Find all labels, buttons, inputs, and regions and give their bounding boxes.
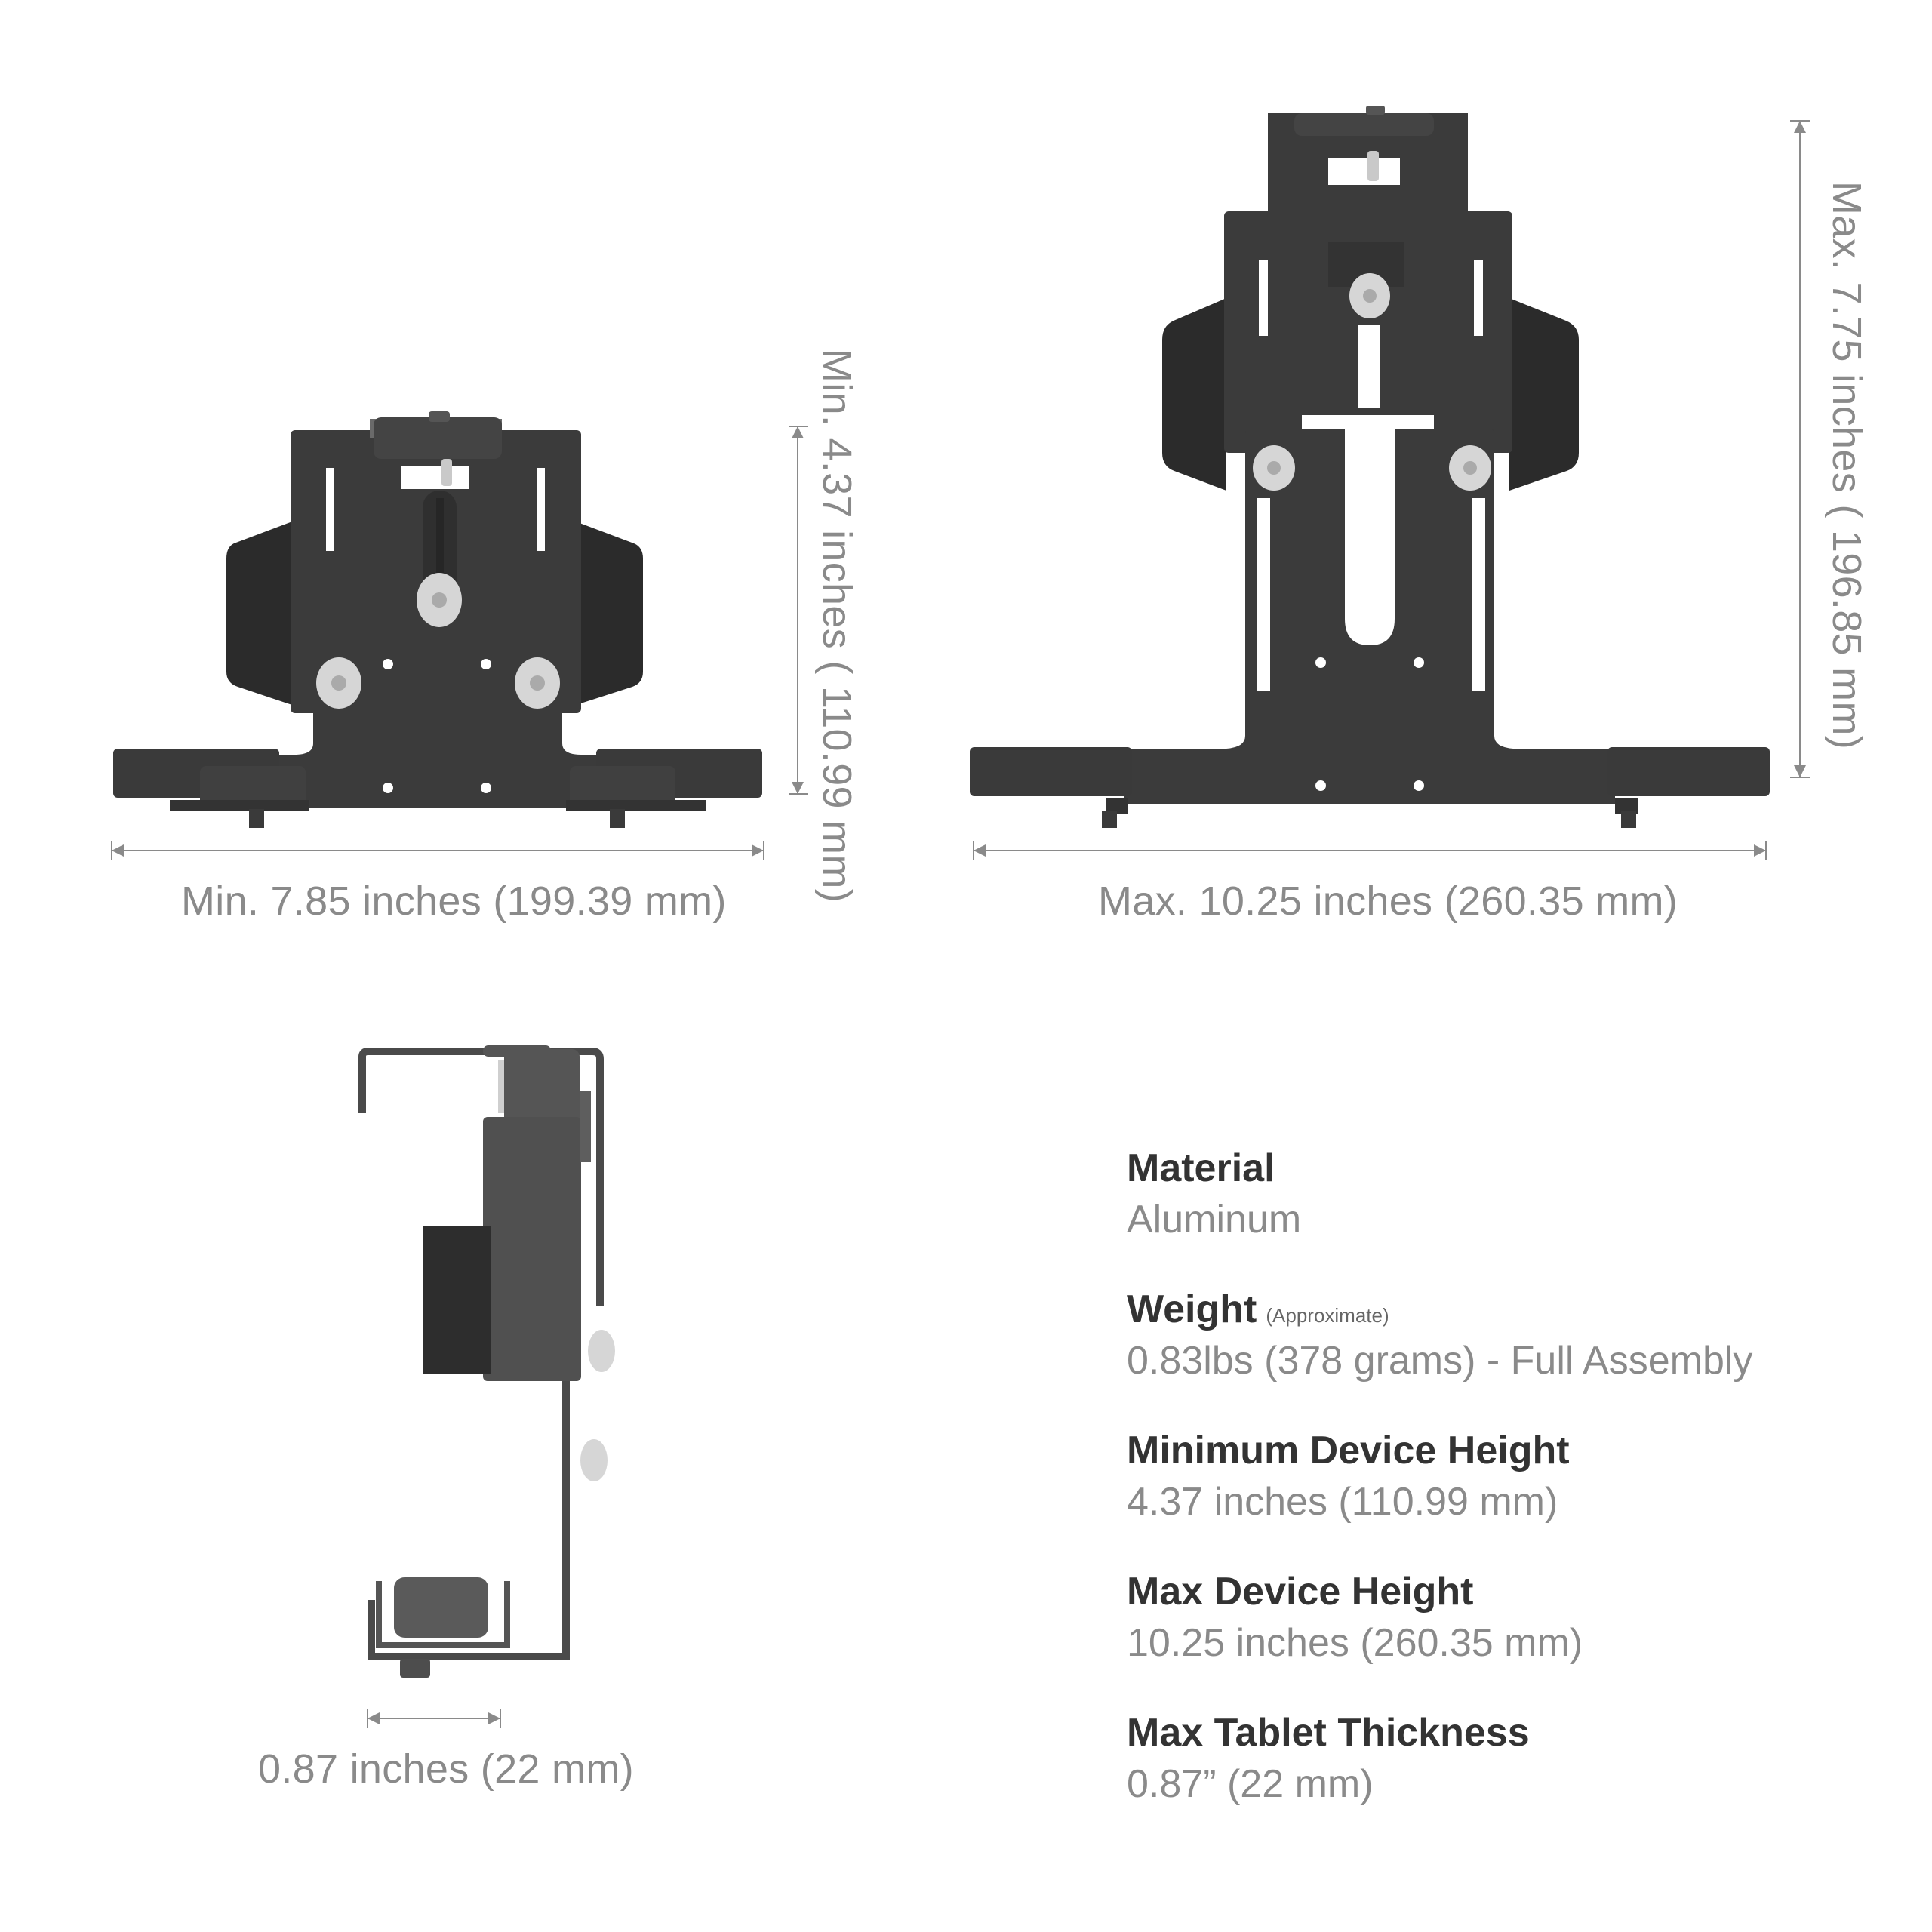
- left-grip-pad: [1162, 298, 1226, 491]
- max-width-label: Max. 10.25 inches (260.35 mm): [1098, 878, 1678, 924]
- top-clamp: [374, 417, 502, 459]
- spec-value: 0.83lbs (378 grams) - Full Assembly: [1127, 1339, 1753, 1383]
- spec-title: Max Device Height: [1127, 1570, 1474, 1614]
- thickness-label: 0.87 inches (22 mm): [258, 1746, 634, 1792]
- spec-value: 10.25 inches (260.35 mm): [1127, 1621, 1583, 1665]
- right-grip-pad: [574, 521, 643, 706]
- side-pad: [423, 1226, 491, 1374]
- spec-material: Material Aluminum: [1127, 1146, 1301, 1242]
- spec-value: 0.87” (22 mm): [1127, 1762, 1374, 1806]
- min-width-label: Min. 7.85 inches (199.39 mm): [181, 878, 727, 924]
- spec-title: Material: [1127, 1146, 1275, 1190]
- spec-value: Aluminum: [1127, 1198, 1302, 1241]
- base-left-foot-max: [970, 747, 1132, 796]
- spec-max-tablet-thickness: Max Tablet Thickness 0.87” (22 mm): [1127, 1710, 1530, 1807]
- right-grip-pad: [1509, 298, 1579, 491]
- spec-title: Weight(Approximate): [1127, 1287, 1389, 1331]
- spec-min-device-height: Minimum Device Height 4.37 inches (110.9…: [1127, 1428, 1570, 1524]
- spec-value: 4.37 inches (110.99 mm): [1127, 1480, 1558, 1524]
- spec-title: Minimum Device Height: [1127, 1429, 1570, 1472]
- spec-weight: Weight(Approximate) 0.83lbs (378 grams) …: [1127, 1287, 1752, 1383]
- left-grip-pad: [226, 521, 294, 706]
- spec-title: Max Tablet Thickness: [1127, 1711, 1530, 1755]
- spec-note: (Approximate): [1266, 1304, 1389, 1327]
- spec-max-device-height: Max Device Height 10.25 inches (260.35 m…: [1127, 1569, 1583, 1666]
- base-right-foot-max: [1607, 747, 1770, 796]
